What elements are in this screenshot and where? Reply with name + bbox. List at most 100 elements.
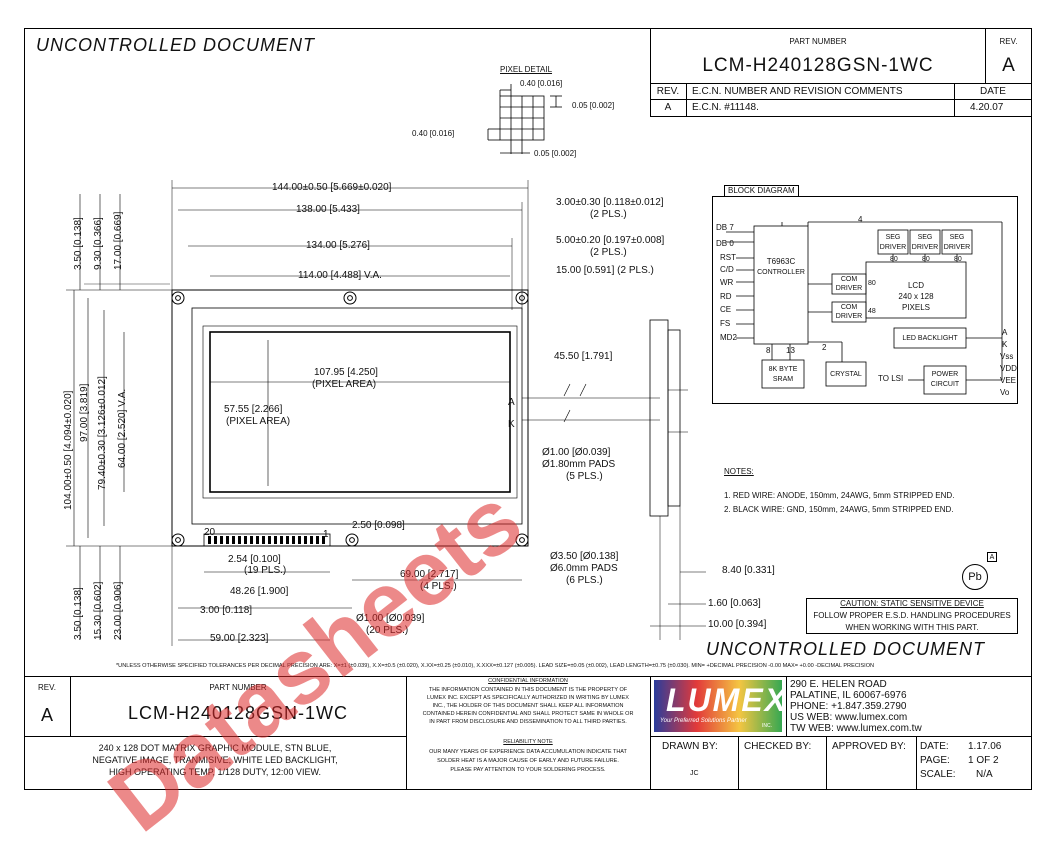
tb-approved-by-label: APPROVED BY: [832,741,906,752]
bd-sig-fs: FS [720,319,731,328]
bd-sig-wr: WR [720,278,734,287]
tb-checked-by-label: CHECKED BY: [744,741,812,752]
header-part-number-label: PART NUMBER [789,37,847,46]
dim-69-00: 69.00 [2.717] [400,569,459,580]
tb-rel-3: PLEASE PAY ATTENTION TO YOUR SOLDERING P… [450,767,606,773]
pin-20-label: 20 [204,527,216,538]
revision-col-date: DATE [980,86,1006,97]
bd-out-vss: Vss [1000,352,1014,361]
dim-v-9-30: 9.30 [0.366] [93,217,104,270]
drawing-frame [24,28,1032,790]
lumex-logo [654,680,782,732]
bd-n80-com: 80 [868,280,876,287]
tb-drawn-by-label: DRAWN BY: [662,741,718,752]
bd-n4: 4 [858,215,863,224]
tb-rel-2: SOLDER HEAT IS A MAJOR CAUSE OF EARLY AN… [437,758,619,764]
dim-right-4: 45.50 [1.791] [554,351,613,362]
caution-line-3: WHEN WORKING WITH THIS PART. [845,623,979,632]
uncontrolled-label-bottom: UNCONTROLLED DOCUMENT [706,639,986,659]
revision-row-date: 4.20.07 [970,102,1004,113]
dim-v-15-30: 15.30 [0.602] [93,581,104,640]
dim-v-3-50-bottom: 3.50 [0.138] [73,587,84,640]
caution-box [806,598,1018,634]
dim-right-3: 15.00 [0.591] (2 PLS.) [556,265,654,276]
tb-scale-label: SCALE: [920,769,956,780]
dim-10-00: 10.00 [0.394] [708,619,767,630]
bd-seg-3a: SEG [949,234,965,241]
tolerance-line: *UNLESS OTHERWISE SPECIFIED TOLERANCES P… [116,663,875,669]
tb-rev: A [40,705,53,725]
bd-out-a: A [1002,328,1008,337]
dim-v-64: 64.00 [2.520] V.A. [117,388,128,468]
dim-pixel-width: 107.95 [4.250] [314,367,378,378]
note-1: 1. RED WIRE: ANODE, 150mm, 24AWG, 5mm ST… [724,491,955,500]
tb-part-number-label: PART NUMBER [209,683,267,692]
dim-1-00-pins-b: (20 PLS.) [366,625,409,636]
bd-sig-md2: MD2 [720,333,737,342]
tb-date-label: DATE: [920,741,949,752]
dim-v-97: 97.00 [3.819] [79,383,90,442]
revision-col-ecn: E.C.N. NUMBER AND REVISION COMMENTS [692,86,903,97]
bd-com-1b: DRIVER [835,285,863,292]
mount-hole-1: Ø3.50 [Ø0.138] [550,551,619,562]
mount-hole-2: Ø6.0mm PADS [550,563,618,574]
bd-db0: DB 0 [716,239,734,248]
bd-power-1: POWER [931,371,959,378]
revision-row-rev: A [664,102,672,113]
tb-date-value: 1.17.06 [968,741,1002,752]
dim-48-26: 48.26 [1.900] [230,586,289,597]
hole-dim-1: Ø1.00 [Ø0.039] [542,447,611,458]
tb-drawn-by-value: JC [690,770,699,777]
header-part-number: LCM-H240128GSN-1WC [702,55,934,76]
pb-free-icon: Pb [962,564,988,590]
dim-v-3-50-top: 3.50 [0.138] [73,217,84,270]
tb-address-1: 290 E. HELEN ROAD [790,679,887,690]
tb-address-2: PALATINE, IL 60067-6976 [790,690,907,701]
bd-seg-1a: SEG [885,234,901,241]
pixel-detail-graphic [487,84,562,154]
dim-v-23-00: 23.00 [0.906] [113,581,124,640]
tb-rel-1: OUR MANY YEARS OF EXPERIENCE DATA ACCUMU… [429,749,627,755]
bd-db7: DB 7 [716,223,734,232]
bd-out-k: K [1002,340,1008,349]
block-diagram-title: BLOCK DIAGRAM [724,185,799,197]
pin-1-label: 1 [323,529,329,540]
bd-n80-a: 80 [890,256,898,263]
tb-page-label: PAGE: [920,755,950,766]
box-a-badge: A [987,552,997,562]
bd-seg-2b: DRIVER [911,244,939,251]
revision-col-rev: REV. [656,86,680,97]
dim-2-54: 2.54 [0.100] [228,554,281,565]
dim-1-00-pins: Ø1.00 [Ø0.039] [356,613,425,624]
dim-v-104: 104.00±0.50 [4.094±0.020] [63,390,74,510]
dim-pixel-width-label: (PIXEL AREA) [312,379,377,390]
dim-right-2: 5.00±0.20 [0.197±0.008] [556,235,665,246]
lumex-logo-tagline: Your Preferred Solutions Partner [660,718,747,724]
pixel-detail-dim-2: 0.05 [0.002] [572,101,615,110]
bd-n80-b: 80 [922,256,930,263]
tb-page-value: 1 OF 2 [968,755,999,766]
revision-table [650,83,1032,117]
bd-n13: 13 [786,346,795,355]
bd-backlight: LED BACKLIGHT [902,335,958,342]
notes-title: NOTES: [724,467,754,476]
tb-conf-1: THE INFORMATION CONTAINED IN THIS DOCUME… [428,687,628,693]
dim-69-00b: (4 PLS.) [420,581,457,592]
module-front-view [66,180,706,646]
revision-row-ecn: E.C.N. #11148. [692,102,759,113]
bd-com-1a: COM [840,276,858,283]
block-diagram-wiring [726,221,1003,395]
bd-controller-1: T6963C [766,257,796,266]
bd-sig-cd: C/D [720,265,734,274]
tb-conf-4: CONTAINED HEREIN CONFIDENTIAL AND SHALL … [422,711,634,717]
dim-pixel-height: 57.55 [2.266] [224,404,283,415]
bd-sig-rd: RD [720,292,732,301]
bd-seg-3b: DRIVER [943,244,971,251]
hole-dim-2: Ø1.80mm PADS [542,459,616,470]
bd-com-2b: DRIVER [835,313,863,320]
header-rev: A [1002,55,1015,76]
dim-v-79-40: 79.40±0.30 [3.126±0.012] [97,376,108,490]
dim-width-114: 114.00 [4.488] V.A. [298,270,382,281]
pin-a-label: A [508,397,515,408]
bd-seg-2a: SEG [917,234,933,241]
